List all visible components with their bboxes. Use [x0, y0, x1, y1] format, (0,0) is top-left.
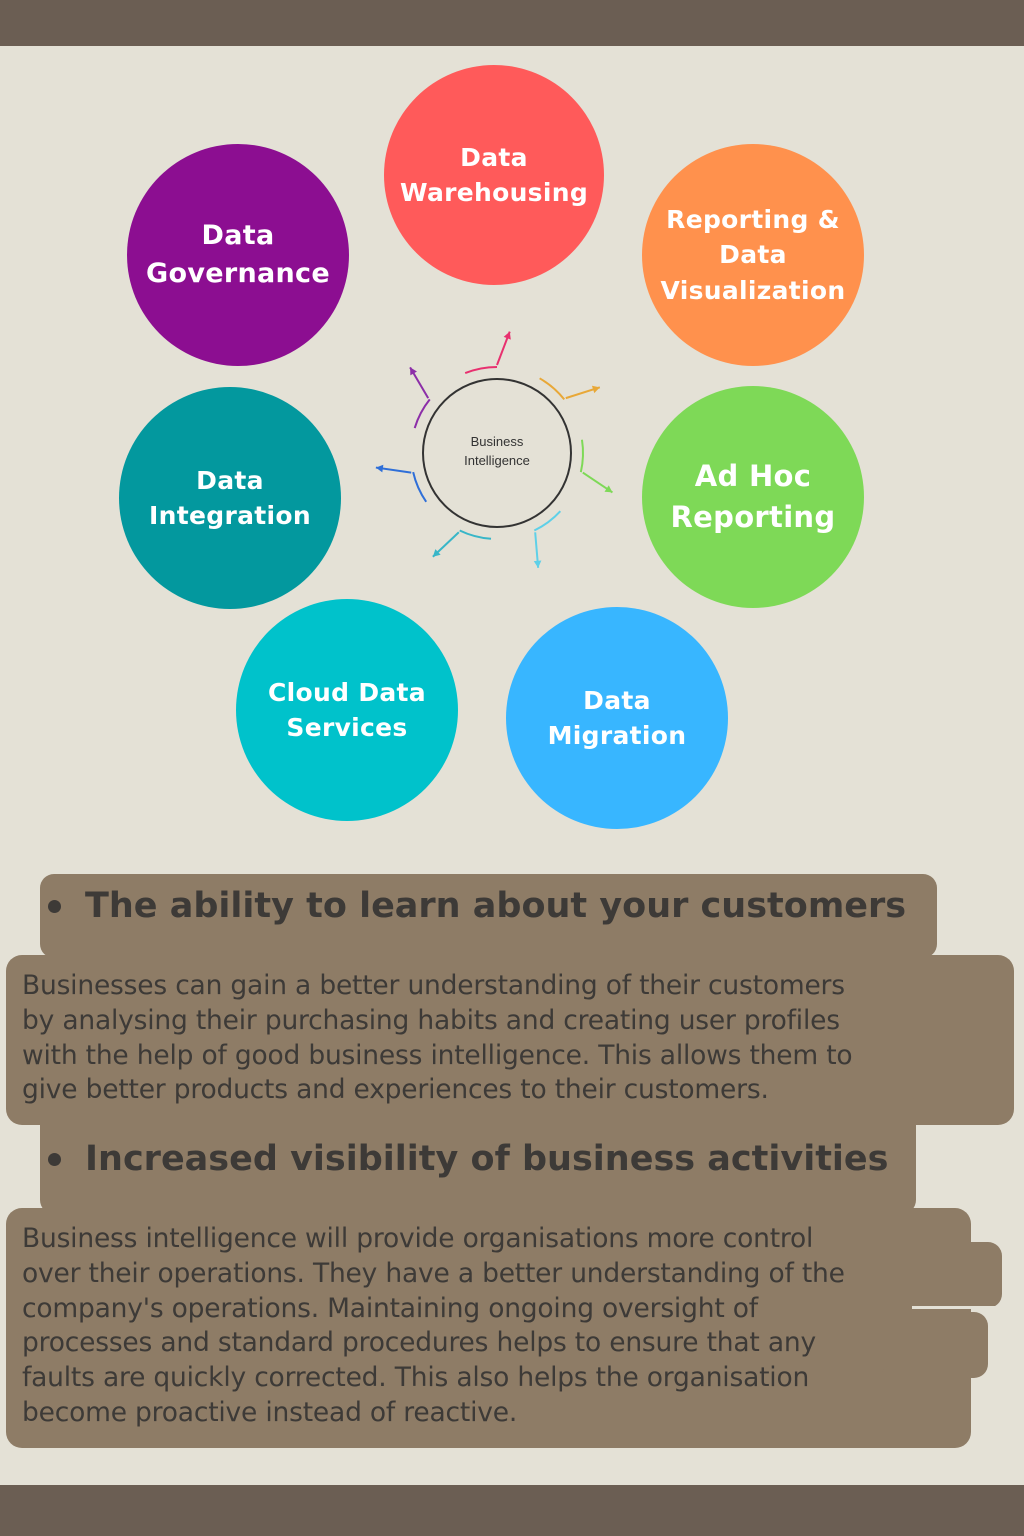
node-reporting-visualization: Reporting & Data Visualization [642, 144, 864, 366]
arrowhead-icon [375, 464, 384, 473]
node-label: Ad Hoc Reporting [670, 458, 836, 534]
hub-arrows [375, 331, 614, 568]
node-label: Data Migration [547, 685, 687, 751]
arrowhead-icon [410, 367, 417, 376]
hub-circle [422, 378, 572, 528]
section-body-visibility: Business intelligence will provide organ… [22, 1223, 845, 1428]
top-band [0, 0, 1024, 46]
hub-arc-segment [533, 510, 562, 532]
arrowhead-icon [604, 485, 613, 493]
node-data-migration: Data Migration [506, 607, 728, 829]
divider-line [912, 1306, 1004, 1309]
arrowhead-icon [503, 331, 511, 340]
node-label: Data Governance [146, 219, 330, 289]
node-label: Cloud Data Services [268, 677, 426, 743]
section-body-customers: Businesses can gain a better understandi… [22, 970, 853, 1106]
heading-panel-2 [40, 1092, 916, 1214]
arrowhead-icon [591, 385, 600, 394]
hub-arc-segment [579, 439, 584, 473]
node-label: Reporting & Data Visualization [660, 204, 846, 305]
body-panel-2-ext-c [880, 1365, 970, 1413]
node-label: Data Integration [149, 465, 311, 531]
bottom-band [0, 1485, 1024, 1536]
hub-arc-segment [459, 529, 492, 540]
heading-panel-1 [40, 874, 937, 958]
body-panel-2 [6, 1208, 971, 1448]
bullet-icon [48, 1152, 61, 1166]
hub-arc-segment [412, 471, 428, 503]
hub-arc-segment [413, 398, 431, 429]
node-ad-hoc-reporting: Ad Hoc Reporting [642, 386, 864, 608]
section-heading-text: Increased visibility of business activit… [85, 1139, 889, 1179]
node-data-warehousing: Data Warehousing [384, 65, 604, 285]
arrowhead-icon [533, 560, 542, 568]
body-panel-2-ext-a [900, 1242, 1002, 1308]
section-heading-customers: The ability to learn about your customer… [48, 886, 906, 926]
section-heading-visibility: Increased visibility of business activit… [48, 1139, 889, 1179]
node-data-integration: Data Integration [119, 387, 341, 609]
hub-arc-segment [539, 377, 566, 401]
node-data-governance: Data Governance [127, 144, 349, 366]
arrowhead-icon [432, 549, 441, 557]
node-label: Data Warehousing [399, 142, 589, 208]
bullet-icon [48, 899, 61, 913]
hub-arc-segment [464, 366, 498, 375]
section-heading-text: The ability to learn about your customer… [85, 886, 907, 926]
node-cloud-data-services: Cloud Data Services [236, 599, 458, 821]
